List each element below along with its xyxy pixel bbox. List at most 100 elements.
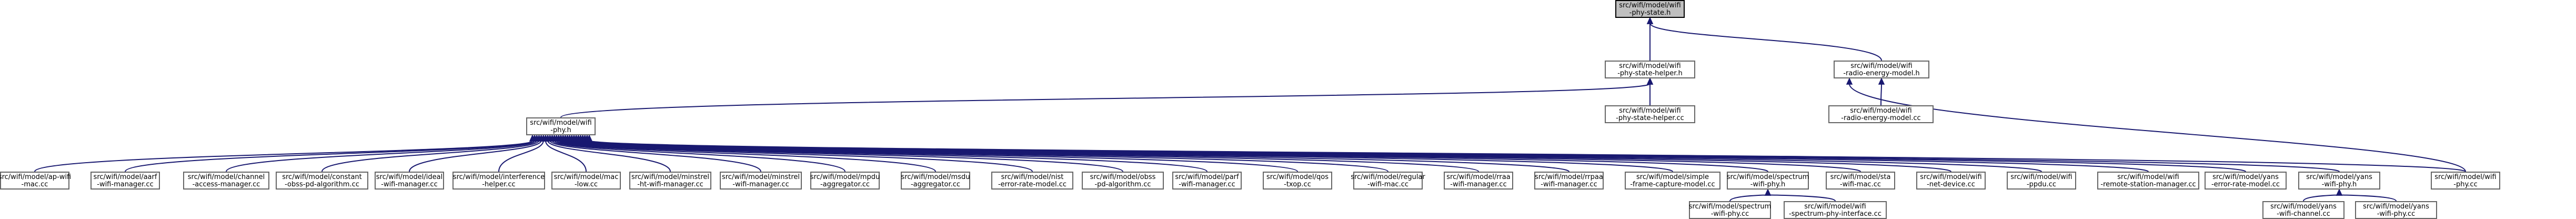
node-nist[interactable]: src/wifi/model/nist-error-rate-model.cc [991,172,1073,190]
node-box [1826,172,1895,190]
node-sta[interactable]: src/wifi/model/sta-wifi-mac.cc [1826,172,1895,190]
node-label-line2: -wifi-mac.cc [1367,181,1408,188]
node-label-line2: -wifi-phy.h [2322,181,2357,188]
node-label-line1: src/wifi/model/spectrum [1727,173,1809,181]
node-label-line2: -phy.h [550,126,571,134]
node-rem[interactable]: src/wifi/model/wifi-radio-energy-model.h [1834,61,1929,78]
node-label-line1: src/wifi/model/ap-wifi [0,173,71,181]
node-yanschan[interactable]: src/wifi/model/yans-wifi-channel.cc [2262,201,2344,219]
node-remcc[interactable]: src/wifi/model/wifi-radio-energy-model.c… [1828,105,1934,123]
node-ideal[interactable]: src/wifi/model/ideal-wifi-manager.cc [375,172,444,190]
node-label-line1: src/wifi/model/wifi [2434,173,2496,181]
node-label-line2: -wifi-manager.cc [97,181,153,188]
node-mac[interactable]: src/wifi/model/mac-low.cc [551,172,621,190]
node-label-line1: src/wifi/model/wifi [2010,173,2072,181]
node-box [1082,172,1164,190]
node-label-line1: src/wifi/model/wifi [1804,203,1866,211]
node-label-line2: -pd-algorithm.cc [1094,181,1151,188]
node-label-line2: -wifi-phy.cc [1711,210,1749,218]
node-label-line2: -mac.cc [22,181,48,188]
node-minstrel[interactable]: src/wifi/model/minstrel-wifi-manager.cc [720,172,802,190]
node-label-line2: -txop.cc [1284,181,1311,188]
node-label-line2: -wifi-manager.cc [1541,181,1597,188]
node-label-line2: -aggregator.cc [820,181,870,188]
node-rrpaa[interactable]: src/wifi/model/rrpaa-wifi-manager.cc [1534,172,1604,190]
node-box [1605,61,1695,78]
include-edge [226,140,538,172]
node-label-line2: -wifi-manager.cc [732,181,789,188]
node-yanscc[interactable]: src/wifi/model/yans-wifi-phy.cc [2355,201,2437,219]
node-box [2355,201,2437,219]
include-edge [1767,194,1836,202]
node-label-line2: -wifi-phy.cc [2377,210,2416,218]
node-aarf[interactable]: src/wifi/model/aarf-wifi-manager.cc [90,172,160,190]
node-simple[interactable]: src/wifi/model/simple-frame-capture-mode… [1625,172,1720,190]
node-obss[interactable]: src/wifi/model/obss-pd-algorithm.cc [1082,172,1164,190]
node-label-line2: -low.cc [575,181,598,188]
node-label-line2: -phy-state-helper.cc [1616,114,1684,122]
node-box [375,172,444,190]
node-yansh[interactable]: src/wifi/model/yans-wifi-phy.h [2298,172,2380,190]
node-label-line2: -access-manager.cc [193,181,260,188]
graph-nodes: src/wifi/model/wifi-phy-state.hsrc/wifi/… [0,0,2500,219]
node-label-line1: src/wifi/model/wifi [1619,107,1681,115]
node-phy[interactable]: src/wifi/model/wifi-phy.h [526,117,596,135]
node-ppdu[interactable]: src/wifi/model/wifi-ppdu.cc [2007,172,2076,190]
node-box [2262,201,2344,219]
node-label-line1: src/wifi/model/nist [1001,173,1064,181]
node-label-line1: src/wifi/model/mac [554,173,619,181]
node-label-line1: src/wifi/model/parf [1175,173,1239,181]
edge-arrowhead [1646,17,1654,24]
node-remote[interactable]: src/wifi/model/wifi-remote-station-manag… [2097,172,2199,190]
include-edge [545,140,587,172]
node-mpdu[interactable]: src/wifi/model/mpdu-aggregator.cc [810,172,880,190]
node-label-line2: -remote-station-manager.cc [2100,181,2196,188]
node-pshcc[interactable]: src/wifi/model/wifi-phy-state-helper.cc [1605,105,1695,123]
node-netdev[interactable]: src/wifi/model/wifi-net-device.cc [1916,172,1986,190]
node-label-line1: src/wifi/model/channel [188,173,265,181]
node-msdu[interactable]: src/wifi/model/msdu-aggregator.cc [901,172,970,190]
node-root: src/wifi/model/wifi-phy-state.h [1615,0,1685,18]
node-label-line1: src/wifi/model/wifi [1850,107,1911,115]
node-phycc[interactable]: src/wifi/model/wifi-phy.cc [2431,172,2500,190]
node-label-line1: src/wifi/model/minstrel [631,173,709,181]
include-edge [589,140,2466,172]
node-interference[interactable]: src/wifi/model/interference-helper.cc [452,172,545,190]
node-qos[interactable]: src/wifi/model/qos-txop.cc [1263,172,1332,190]
node-yanserr[interactable]: src/wifi/model/yans-error-rate-model.cc [2205,172,2287,190]
node-constant[interactable]: src/wifi/model/constant-obss-pd-algorith… [276,172,368,190]
node-label-line2: -wifi-phy.h [1750,181,1786,188]
node-minstrelht[interactable]: src/wifi/model/minstrel-ht-wifi-manager.… [629,172,711,190]
node-box [1784,201,1887,219]
node-label-line2: -ppdu.cc [2027,181,2056,188]
node-label-line2: -error-rate-model.cc [998,181,1066,188]
node-label-line1: src/wifi/model/wifi [1850,62,1912,70]
node-label-line2: -error-rate-model.cc [2211,181,2280,188]
node-psh[interactable]: src/wifi/model/wifi-phy-state-helper.h [1605,61,1695,78]
edge-arrowhead [2336,188,2343,196]
node-box [1353,172,1423,190]
node-box [1834,61,1929,78]
node-label-line2: -obss-pd-algorithm.cc [285,181,359,188]
node-channel[interactable]: src/wifi/model/channel-access-manager.cc [183,172,269,190]
include-edge [1729,194,1768,202]
node-box [1916,172,1986,190]
node-label-line1: src/wifi/model/ideal [376,173,442,181]
node-regular[interactable]: src/wifi/model/regular-wifi-mac.cc [1351,172,1425,190]
node-spectrumh[interactable]: src/wifi/model/spectrum-wifi-phy.h [1727,172,1809,190]
node-spectrumif[interactable]: src/wifi/model/wifi-spectrum-phy-interfa… [1784,201,1887,219]
node-spectrumcc[interactable]: src/wifi/model/spectrum-wifi-phy.cc [1689,201,1772,219]
node-label-line2: -phy.cc [2453,181,2477,188]
node-box [1615,0,1685,18]
node-label-line1: src/wifi/model/wifi [1619,2,1681,9]
node-box [1605,105,1695,123]
node-apwifi[interactable]: src/wifi/model/ap-wifi-mac.cc [0,172,71,190]
node-box [1534,172,1604,190]
node-label-line1: src/wifi/model/wifi [1619,62,1681,70]
node-label-line1: src/wifi/model/mpdu [810,173,880,181]
node-rraa[interactable]: src/wifi/model/rraa-wifi-manager.cc [1444,172,1513,190]
node-parf[interactable]: src/wifi/model/parf-wifi-manager.cc [1172,172,1242,190]
include-edge [1849,83,2466,172]
include-edge [34,140,533,172]
node-label-line2: -aggregator.cc [911,181,960,188]
